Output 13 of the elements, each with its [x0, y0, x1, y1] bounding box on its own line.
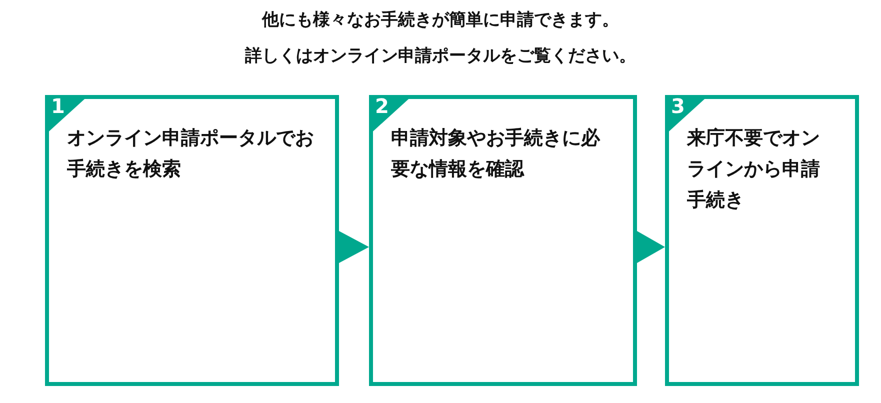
step-number: 3: [671, 93, 685, 119]
step-box: [665, 95, 859, 386]
arrow: [339, 231, 369, 263]
step-box: [45, 95, 339, 386]
step-box: [369, 95, 637, 386]
step-number: 1: [51, 93, 65, 119]
heading: 他にも様々なお手続きが簡単に申請できます。: [260, 9, 620, 31]
arrow: [637, 231, 665, 263]
step-number: 2: [375, 93, 389, 119]
step-text: オンライン申請ポータルでお手続きを検索: [67, 126, 315, 182]
step-text: 来庁不要でオンラインから申請手続き: [687, 126, 821, 213]
heading-line: 詳しくはオンライン申請ポータルをご覧ください。: [244, 45, 637, 67]
step-text: 申請対象やお手続きに必要な情報を確認: [391, 126, 602, 182]
